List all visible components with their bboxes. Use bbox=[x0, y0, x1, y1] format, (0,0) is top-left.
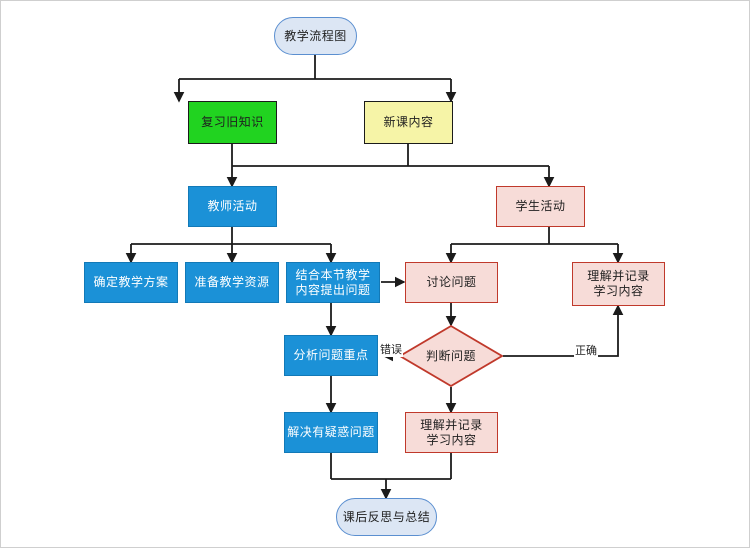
edge-label-wrong: 错误 bbox=[379, 341, 403, 357]
node-prepare-resource-label: 准备教学资源 bbox=[194, 275, 270, 289]
node-record-content-bottom[interactable]: 理解并记录 学习内容 bbox=[405, 412, 498, 453]
edge-label-correct: 正确 bbox=[574, 342, 598, 358]
node-judge-question-label: 判断问题 bbox=[425, 348, 476, 363]
node-prepare-resource[interactable]: 准备教学资源 bbox=[185, 262, 279, 303]
node-start[interactable]: 教学流程图 bbox=[274, 17, 357, 55]
node-teacher-activity[interactable]: 教师活动 bbox=[188, 186, 277, 227]
node-raise-question-label: 结合本节教学 内容提出问题 bbox=[295, 267, 371, 297]
node-end-label: 课后反思与总结 bbox=[342, 509, 431, 524]
node-record-content-top[interactable]: 理解并记录 学习内容 bbox=[572, 262, 665, 306]
node-solve-question[interactable]: 解决有疑惑问题 bbox=[284, 412, 378, 453]
node-new-content[interactable]: 新课内容 bbox=[364, 101, 453, 144]
diamond-shape bbox=[399, 325, 503, 387]
node-student-activity[interactable]: 学生活动 bbox=[496, 186, 585, 227]
node-determine-plan-label: 确定教学方案 bbox=[93, 275, 169, 289]
node-record-content-top-label: 理解并记录 学习内容 bbox=[587, 269, 650, 298]
node-discuss-question-label: 讨论问题 bbox=[426, 275, 477, 289]
node-student-activity-label: 学生活动 bbox=[515, 199, 566, 213]
node-review-label: 复习旧知识 bbox=[201, 115, 264, 129]
node-new-content-label: 新课内容 bbox=[383, 115, 434, 129]
node-discuss-question[interactable]: 讨论问题 bbox=[405, 262, 498, 303]
node-end[interactable]: 课后反思与总结 bbox=[336, 498, 437, 536]
node-analyze-question-label: 分析问题重点 bbox=[293, 348, 369, 362]
node-raise-question[interactable]: 结合本节教学 内容提出问题 bbox=[286, 262, 380, 303]
node-determine-plan[interactable]: 确定教学方案 bbox=[84, 262, 178, 303]
node-teacher-activity-label: 教师活动 bbox=[207, 199, 258, 213]
node-record-content-bottom-label: 理解并记录 学习内容 bbox=[420, 417, 483, 447]
node-solve-question-label: 解决有疑惑问题 bbox=[287, 425, 375, 439]
node-start-label: 教学流程图 bbox=[284, 28, 347, 43]
node-judge-question[interactable]: 判断问题 bbox=[399, 325, 503, 387]
node-analyze-question[interactable]: 分析问题重点 bbox=[284, 335, 378, 376]
edge-judge-record1-correct bbox=[503, 304, 624, 357]
node-review[interactable]: 复习旧知识 bbox=[188, 101, 277, 144]
